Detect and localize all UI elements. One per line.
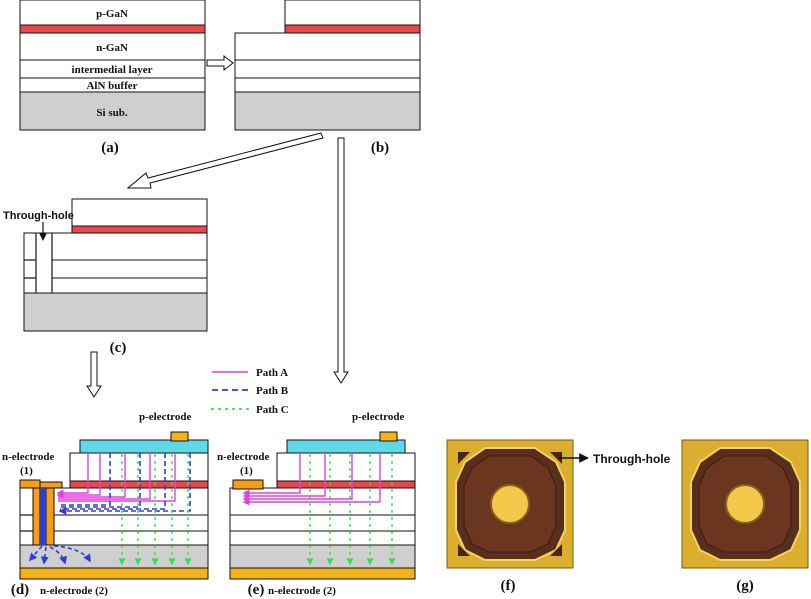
caption-c: (c) [110,340,127,356]
panel-b: (b) [234,0,421,156]
label-f-through-hole: Through-hole [593,452,671,466]
label-e-n-electrode-2: n-electrode (2) [268,585,336,597]
label-p-gan: p-GaN [96,8,128,20]
label-d-n-electrode-2: n-electrode (2) [40,585,108,597]
label-d-n-electrode: n-electrode [2,451,54,463]
arrow-c-to-d [86,351,102,398]
label-e-p-electrode: p-electrode [352,411,404,423]
paths-e [242,453,396,566]
panel-g-photo: (g) [681,439,809,594]
label-si-sub: Si sub. [96,107,127,119]
legend: Path A Path B Path C [211,367,289,416]
legend-path-b: Path B [256,385,289,397]
label-n-gan: n-GaN [96,42,128,54]
label-aln-buffer: AlN buffer [86,80,137,92]
arrow-a-to-b [206,54,234,72]
paths-d [28,453,192,566]
arrow-b-to-c [126,132,324,189]
label-d-p-electrode: p-electrode [139,411,191,423]
label-e-n-electrode: n-electrode [217,451,269,463]
panel-d: n-electrode (1) p-electrode n-electrode … [2,411,209,598]
caption-e: (e) [248,582,265,598]
label-intermediate-layer: intermedial layer [72,64,153,76]
caption-a: (a) [101,140,119,156]
panel-c: Through-hole (c) [3,198,208,356]
legend-path-a: Path A [256,367,288,379]
label-d-n-electrode-1: (1) [20,465,33,477]
caption-b: (b) [371,140,389,156]
label-e-n-electrode-1: (1) [240,465,253,477]
caption-g: (g) [736,578,754,594]
label-through-hole: Through-hole [3,210,74,222]
panel-f-photo: Through-hole (f) [446,439,671,594]
caption-d: (d) [11,582,29,598]
arrow-b-to-e [333,137,349,384]
caption-f: (f) [501,578,516,594]
panel-a: p-GaN n-GaN intermedial layer AlN buffer… [19,0,206,156]
panel-e: n-electrode (1) p-electrode n-electrode … [217,411,416,598]
legend-path-c: Path C [256,404,289,416]
